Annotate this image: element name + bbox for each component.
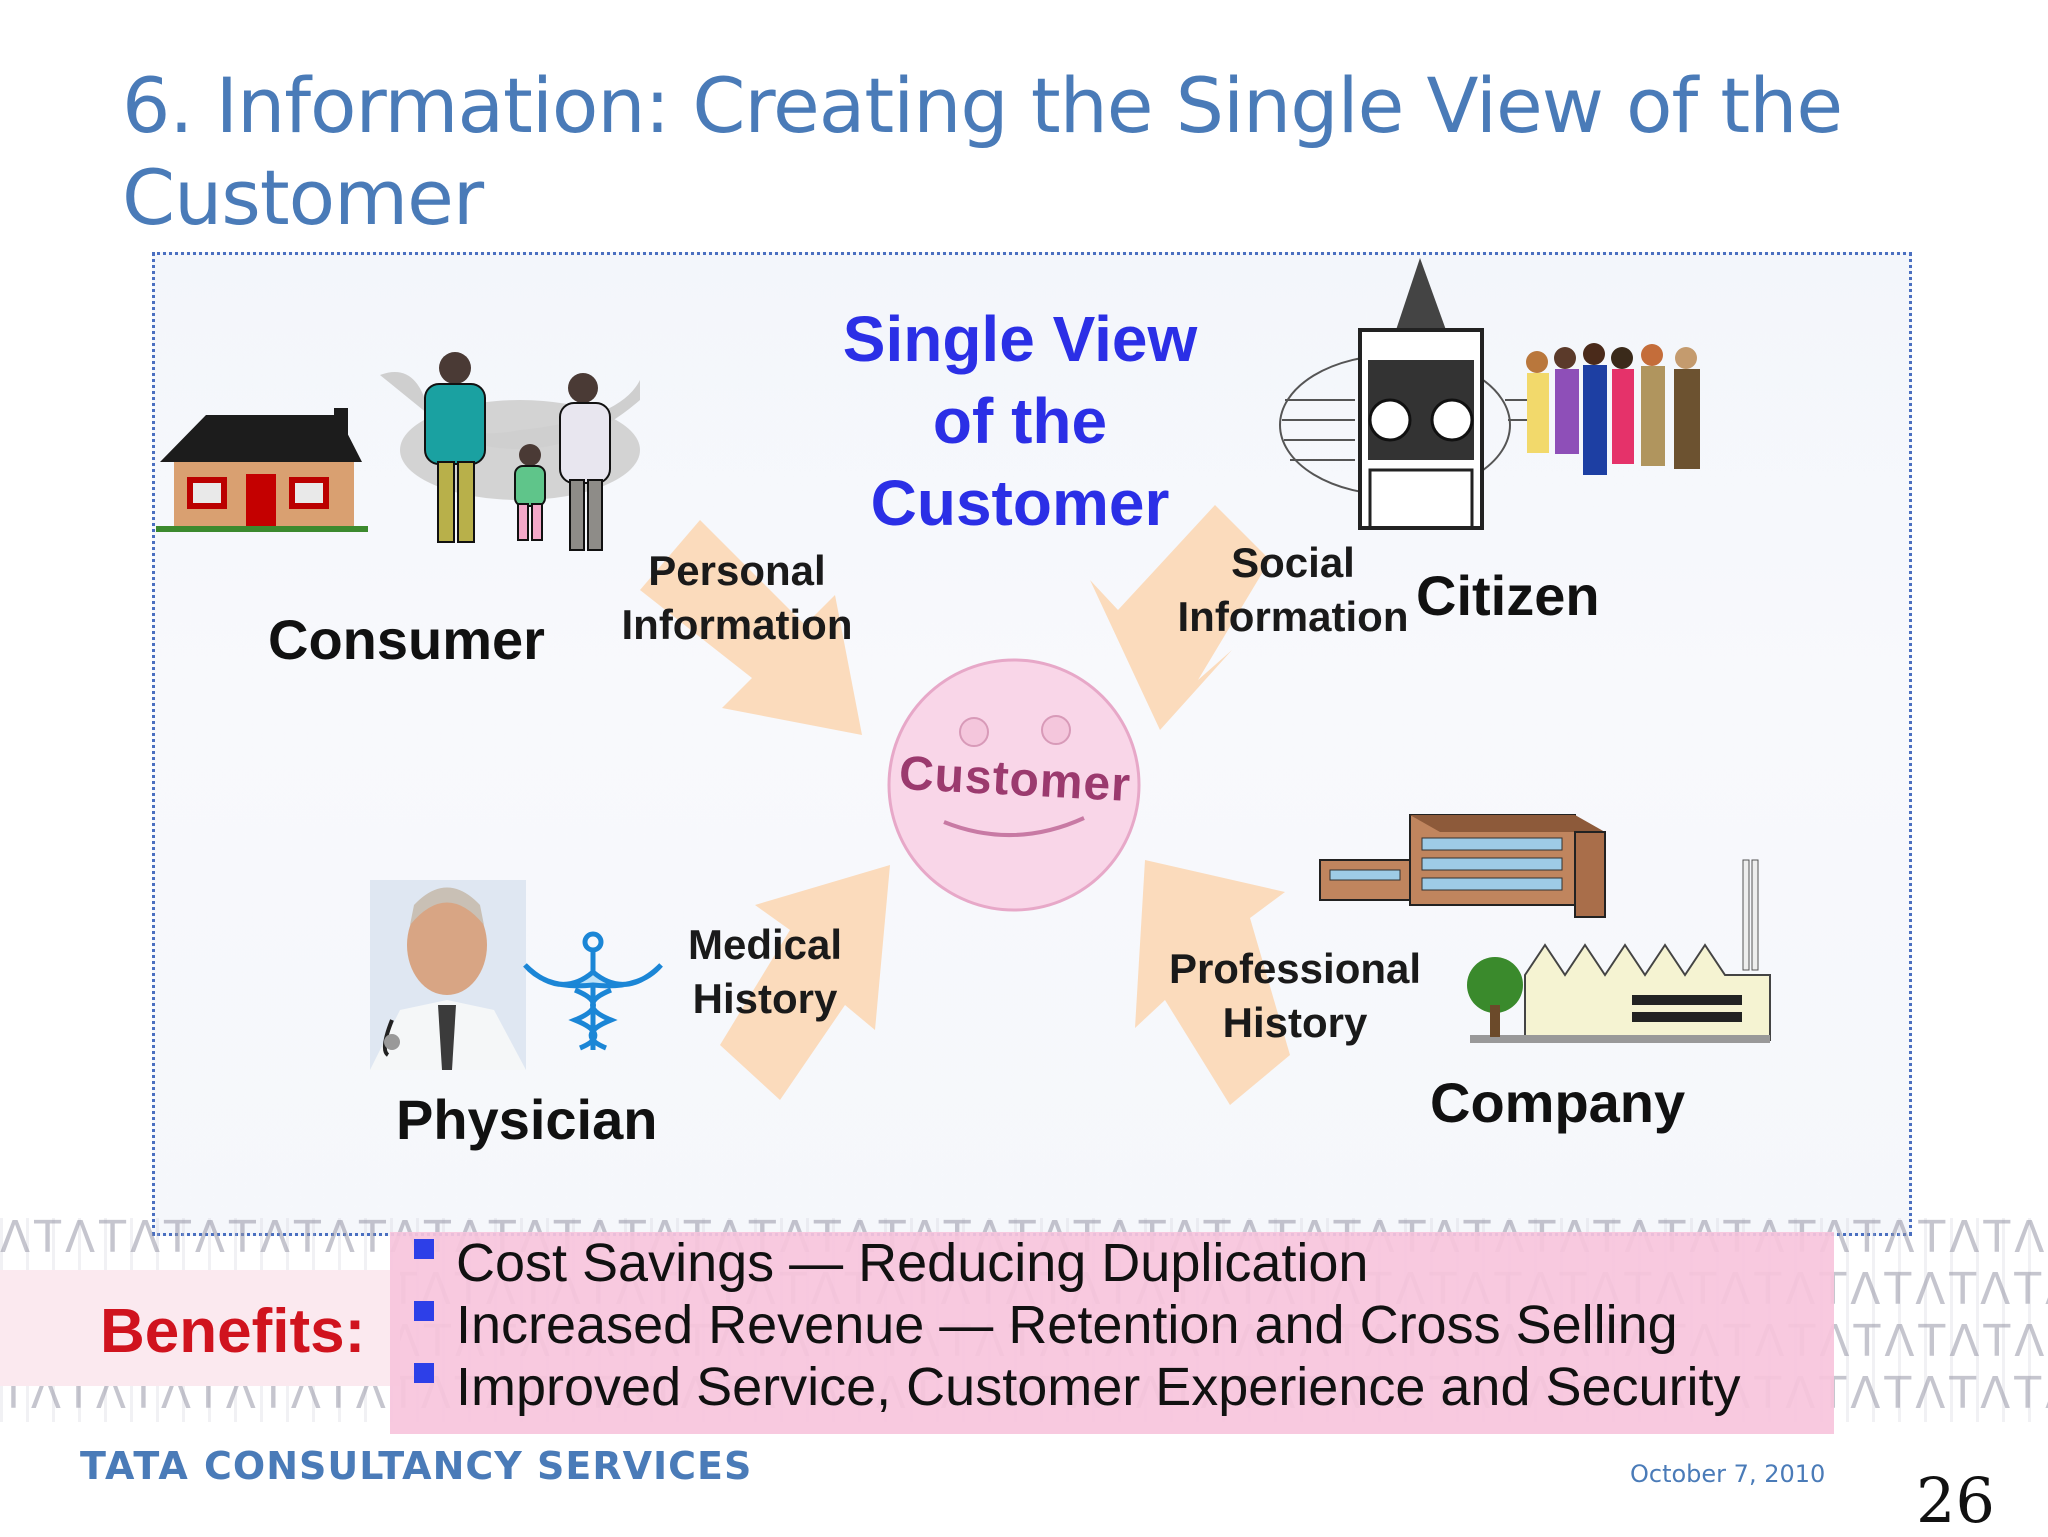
page-number: 26: [1916, 1464, 1995, 1537]
single-view-title: Single View of the Customer: [820, 298, 1220, 544]
medical-history-label: Medical History: [660, 918, 870, 1026]
arrow-personal-information: [640, 520, 862, 735]
tcs-logo: TATA CONSULTANCY SERVICES: [80, 1444, 752, 1488]
big-ben-citizens-icon: [1279, 258, 1700, 530]
tcs-logo-brand: TATA: [80, 1444, 190, 1488]
benefit-text: Improved Service, Customer Experience an…: [456, 1357, 1741, 1417]
arrow-social-information: [1090, 505, 1270, 730]
flow-label-line: Professional: [1168, 945, 1422, 992]
physician-label: Physician: [396, 1088, 658, 1151]
customer-face-icon: [887, 658, 1141, 912]
flow-label-line: History: [1222, 999, 1368, 1046]
social-information-label: Social Information: [1168, 536, 1418, 644]
house-icon: [156, 408, 368, 532]
bullet-square-icon: [414, 1363, 434, 1383]
arrow-professional-history: [1135, 860, 1290, 1105]
physician-photo: [370, 880, 526, 1070]
benefit-item: Improved Service, Customer Experience an…: [414, 1356, 1741, 1418]
company-buildings-icon: [1319, 814, 1771, 1043]
single-view-title-line: of the: [932, 385, 1108, 457]
single-view-title-line: Customer: [870, 467, 1170, 539]
benefits-label: Benefits:: [100, 1297, 366, 1366]
company-label: Company: [1430, 1071, 1686, 1134]
benefits-label-background: [0, 1270, 400, 1386]
flow-label-line: Information: [1177, 593, 1409, 640]
caduceus-icon: [523, 931, 663, 1051]
single-view-title-line: Single View: [842, 303, 1198, 375]
citizen-label: Citizen: [1416, 564, 1600, 627]
footer-date: October 7, 2010: [1630, 1460, 1826, 1488]
flow-label-line: History: [692, 975, 838, 1022]
arrow-medical-history: [720, 865, 890, 1100]
consumer-label: Consumer: [268, 608, 545, 671]
flow-label-line: Medical: [687, 921, 843, 968]
flow-label-line: Personal: [648, 547, 826, 594]
professional-history-label: Professional History: [1150, 942, 1440, 1050]
benefits-list: Cost Savings — Reducing Duplication Incr…: [390, 1232, 1834, 1434]
benefit-text: Cost Savings — Reducing Duplication: [456, 1233, 1369, 1293]
benefit-text: Increased Revenue — Retention and Cross …: [456, 1295, 1678, 1355]
bullet-square-icon: [414, 1239, 434, 1259]
benefit-item: Increased Revenue — Retention and Cross …: [414, 1294, 1678, 1356]
bullet-square-icon: [414, 1301, 434, 1321]
tcs-logo-text: CONSULTANCY SERVICES: [204, 1444, 753, 1488]
personal-information-label: Personal Information: [612, 544, 862, 652]
flow-label-line: Information: [621, 601, 853, 648]
benefit-item: Cost Savings — Reducing Duplication: [414, 1232, 1368, 1294]
slide-title: 6. Information: Creating the Single View…: [122, 61, 1843, 242]
family-icon: [380, 352, 640, 551]
flow-label-line: Social: [1231, 539, 1355, 586]
